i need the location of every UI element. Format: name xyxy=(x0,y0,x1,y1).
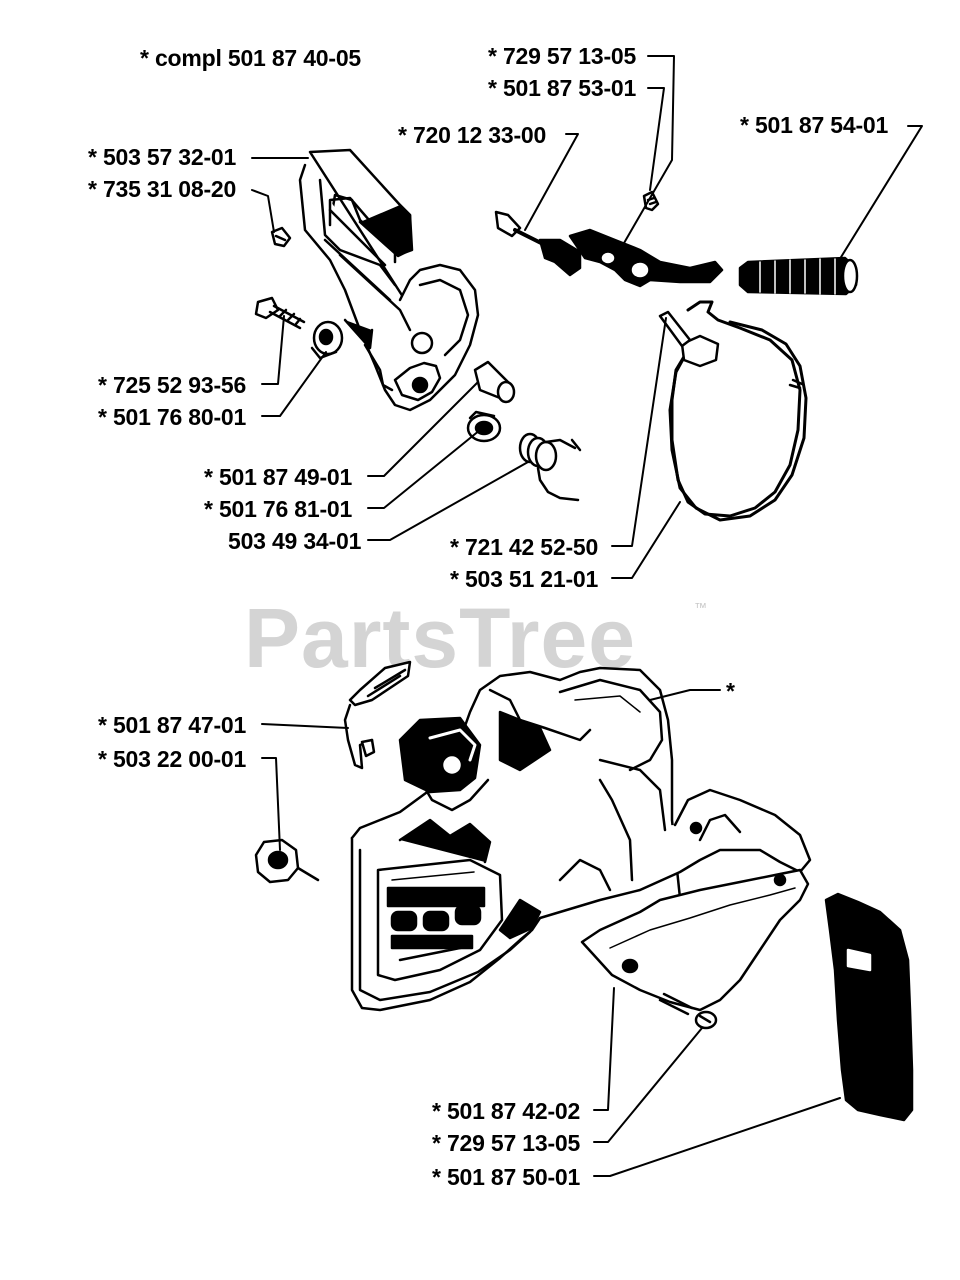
label-501-76-80-01: * 501 76 80-01 xyxy=(98,404,247,430)
spring-503-49-34-01 xyxy=(518,432,582,502)
chain-brake-handle xyxy=(298,148,480,412)
clutch-cover-housing xyxy=(350,666,812,1012)
label-cover-star: * xyxy=(726,678,735,704)
brake-lever-assembly xyxy=(494,190,724,288)
trademark-mark: ™ xyxy=(694,600,707,615)
label-501-87-50-01: * 501 87 50-01 xyxy=(432,1164,581,1190)
leader-lines xyxy=(251,55,923,1177)
label-721-42-52-50: * 721 42 52-50 xyxy=(450,534,599,560)
watermark: PartsTree xyxy=(244,591,636,685)
plate-501-87-42-02 xyxy=(580,813,810,1012)
clip-735-31-08-20 xyxy=(270,226,292,248)
pin-501-87-49-01 xyxy=(473,360,516,404)
label-503-22-00-01: * 503 22 00-01 xyxy=(98,746,247,772)
label-503-57-32-01: * 503 57 32-01 xyxy=(88,144,237,170)
bushing-501-76-80-01 xyxy=(310,320,344,360)
brake-band-503-51-21-01 xyxy=(658,300,808,522)
label-501-87-53-01: * 501 87 53-01 xyxy=(488,75,637,101)
nut-503-22-00-01 xyxy=(254,838,320,884)
guard-501-87-50-01 xyxy=(824,892,914,1122)
label-720-12-33-00: * 720 12 33-00 xyxy=(398,122,547,148)
label-503-49-34-01: 503 49 34-01 xyxy=(228,528,362,554)
screw-729-57-13-05-bottom xyxy=(658,992,718,1030)
label-729-57-13-05-bottom: * 729 57 13-05 xyxy=(432,1130,581,1156)
label-501-87-49-01: * 501 87 49-01 xyxy=(204,464,353,490)
label-725-52-93-56: * 725 52 93-56 xyxy=(98,372,247,398)
label-501-87-54-01: * 501 87 54-01 xyxy=(740,112,889,138)
label-501-87-47-01: * 501 87 47-01 xyxy=(98,712,247,738)
label-729-57-13-05-top: * 729 57 13-05 xyxy=(488,43,637,69)
label-503-51-21-01: * 503 51 21-01 xyxy=(450,566,599,592)
label-compl-501-87-40-05: * compl 501 87 40-05 xyxy=(140,45,362,71)
grip-501-87-54-01 xyxy=(738,256,859,296)
label-501-87-42-02: * 501 87 42-02 xyxy=(432,1098,581,1124)
label-501-76-81-01: * 501 76 81-01 xyxy=(204,496,353,522)
label-735-31-08-20: * 735 31 08-20 xyxy=(88,176,237,202)
screw-725-52-93-56 xyxy=(254,296,306,330)
plate-501-87-47-01 xyxy=(343,660,412,770)
